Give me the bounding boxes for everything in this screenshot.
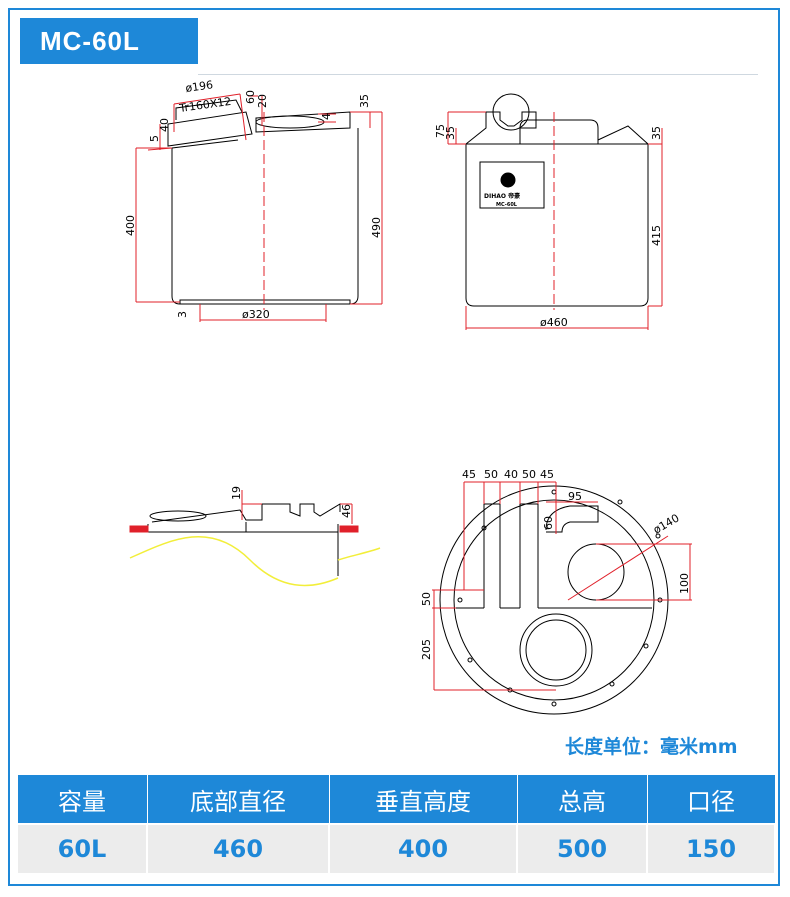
height-400-label: 400 [124, 215, 137, 236]
top-dim-label: 50 [484, 468, 498, 481]
thread-label: Tr160X12 [178, 95, 232, 115]
header-capacity: 容量 [16, 774, 148, 825]
dim-75-label: 75 [434, 124, 447, 138]
section-view-dimensions [241, 490, 353, 524]
dim-35-label: 35 [358, 94, 371, 108]
value-total-height: 500 [516, 823, 648, 875]
dim-35-left-label: 35 [444, 126, 457, 140]
title-divider [198, 74, 758, 75]
hole-diameter-label: ø140 [651, 511, 682, 536]
top-dim-label: 50 [522, 468, 536, 481]
front-view [167, 99, 359, 305]
plate-model-label: MC-60L [496, 202, 518, 208]
dim-35-right-label: 35 [650, 126, 663, 140]
top-dim-label: 45 [462, 468, 476, 481]
dim-40-label: 40 [158, 118, 171, 132]
unit-note: 长度单位：毫米mm [565, 736, 738, 758]
lid-diameter-label: ø196 [185, 78, 214, 95]
dim-46-label: 46 [340, 504, 353, 518]
front-view-labels: ø196 Tr160X12 60 20 35 4 5 40 400 490 3 … [124, 78, 383, 321]
dim-60-label: 60 [244, 90, 257, 104]
base-diameter-label: ø320 [242, 308, 270, 321]
header-mouth-diameter: 口径 [646, 774, 776, 825]
diameter-460-label: ø460 [540, 316, 568, 329]
header-vertical-height: 垂直高度 [328, 774, 518, 825]
spec-table: 容量 底部直径 垂直高度 总高 口径 60L 460 400 500 150 [16, 774, 776, 875]
dim-60-label: 60 [542, 516, 555, 530]
dim-50-label: 50 [420, 592, 433, 606]
side-view-dimensions [447, 111, 663, 330]
cut-line [129, 536, 381, 587]
top-dim-label: 40 [504, 468, 518, 481]
section-view [129, 503, 359, 576]
dim-4-label: 4 [320, 113, 333, 120]
height-415-label: 415 [650, 225, 663, 246]
height-490-label: 490 [370, 217, 383, 238]
dim-20-label: 20 [256, 94, 269, 108]
value-capacity: 60L [16, 823, 148, 875]
spec-value-row: 60L 460 400 500 150 [16, 823, 776, 875]
header-total-height: 总高 [516, 774, 648, 825]
dim-100-label: 100 [678, 573, 691, 594]
bolt-holes [457, 489, 663, 707]
header-base-diameter: 底部直径 [146, 774, 330, 825]
dim-3-label: 3 [176, 311, 189, 318]
top-view-dimensions [432, 481, 692, 691]
value-mouth-diameter: 150 [646, 823, 776, 875]
front-view-dimensions [135, 93, 383, 322]
spec-header-row: 容量 底部直径 垂直高度 总高 口径 [16, 774, 776, 825]
page-title: MC-60L [20, 18, 198, 64]
dim-19-label: 19 [230, 486, 243, 500]
dim-205-label: 205 [420, 639, 433, 660]
top-dim-label: 45 [540, 468, 554, 481]
plate-brand-label: DIHAO 帝豪 [484, 192, 520, 200]
dim-5-label: 5 [148, 135, 161, 142]
side-view [465, 93, 649, 307]
value-base-diameter: 460 [146, 823, 330, 875]
value-vertical-height: 400 [328, 823, 518, 875]
outer-frame [8, 8, 780, 886]
dim-95-label: 95 [568, 490, 582, 503]
side-view-labels: 75 35 35 415 ø460 DIHAO 帝豪 MC-60L [434, 124, 663, 329]
